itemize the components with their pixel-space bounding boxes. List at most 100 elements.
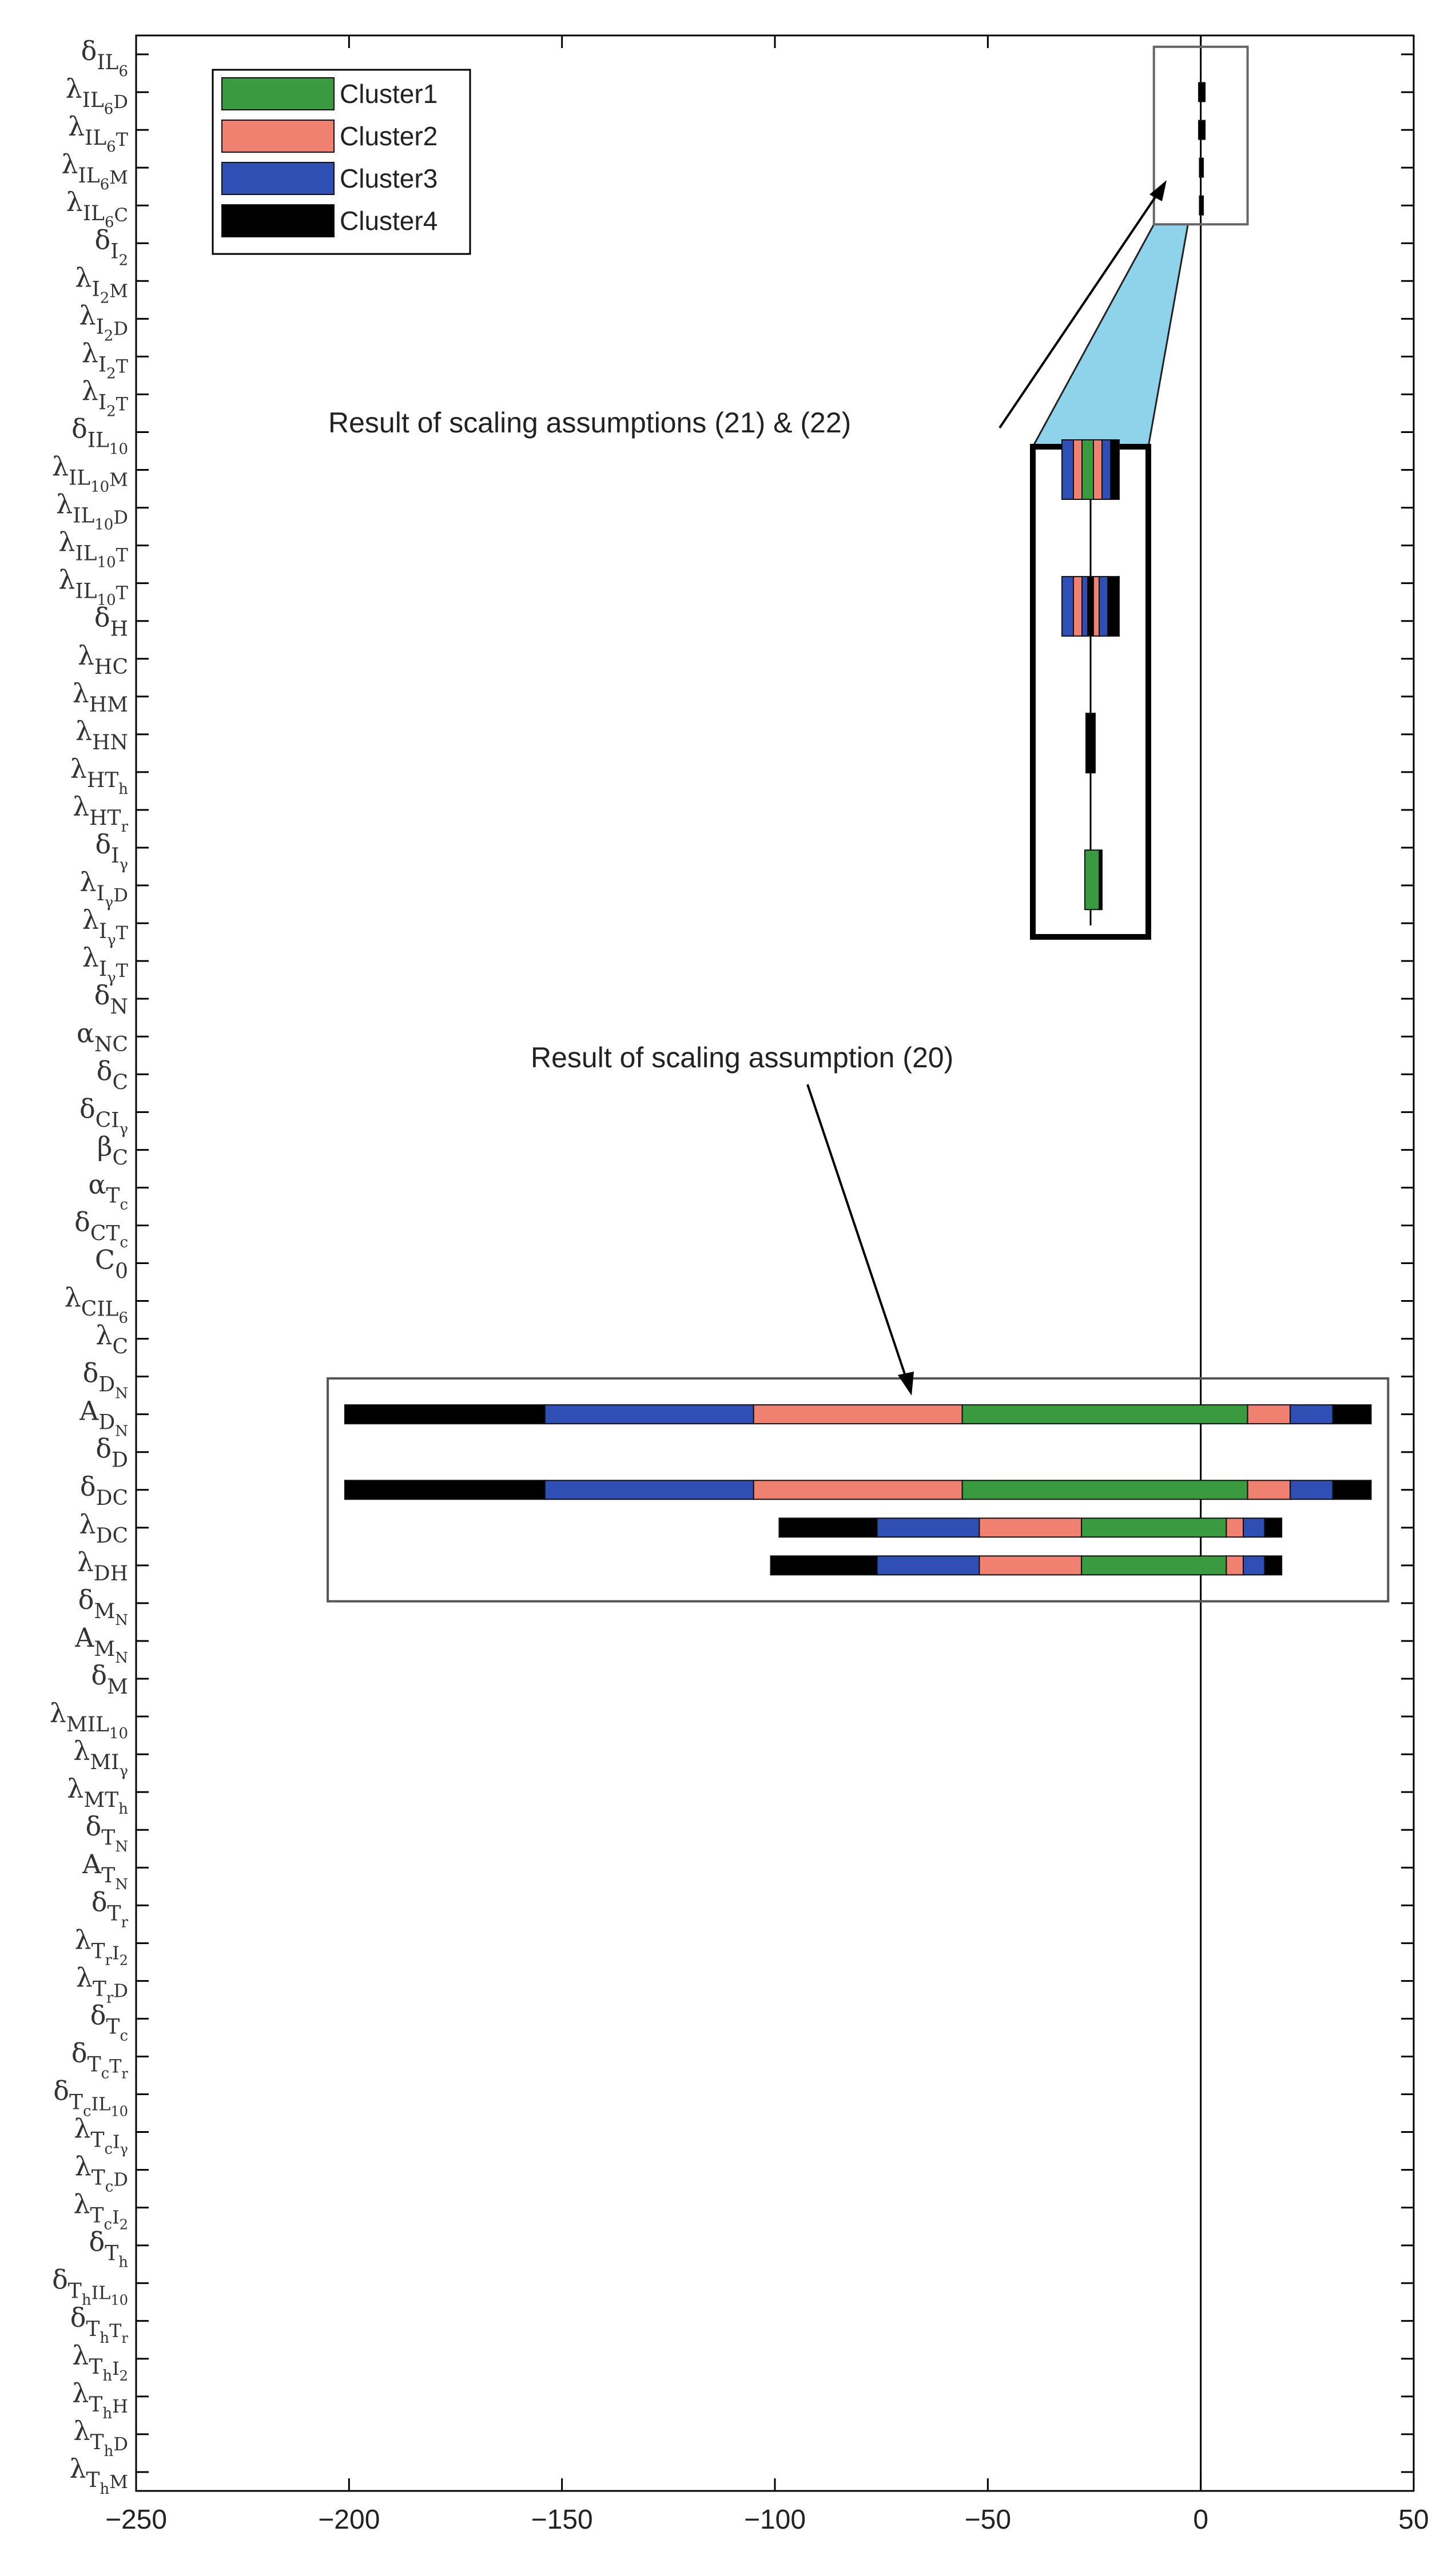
y-label-subscript: T (86, 2318, 100, 2341)
annotation-text-21-22: Result of scaling assumptions (21) & (22… (328, 407, 851, 439)
y-ticks (136, 53, 1414, 2473)
y-label-symbol: λ (73, 2415, 90, 2446)
y-label-symbol: λ (56, 489, 73, 520)
y-tick-label: λTrD (76, 1962, 128, 2006)
y-label-symbol: λ (75, 262, 92, 293)
y-label-subsubscript: h (118, 1801, 128, 1818)
y-label-subsubscript: γ (119, 856, 128, 873)
y-label-symbol: λ (69, 2453, 86, 2484)
y-label-subsubscript: 6 (105, 214, 114, 231)
zoom-bar-segment (1110, 439, 1120, 500)
bar-segment (1081, 1555, 1227, 1576)
bar-segment (1198, 120, 1206, 140)
bar-segment (876, 1555, 980, 1576)
y-label-subscript: I (92, 277, 100, 301)
y-label-subsubscript: c (83, 2103, 92, 2120)
y-label-subscript: N (110, 995, 129, 1019)
y-label-symbol: δ (71, 413, 87, 444)
y-label-subsubscript-2: r (122, 2065, 129, 2081)
y-label-subscript: I (99, 920, 107, 943)
y-label-subscript: IL (83, 202, 105, 225)
y-label-subsubscript: N (115, 1650, 128, 1667)
y-label-symbol: λ (79, 867, 96, 897)
y-label-subsubscript: 6 (118, 63, 128, 80)
y-label-symbol: δ (83, 1358, 99, 1389)
y-label-symbol: δ (53, 2076, 69, 2107)
bar-segment (1199, 157, 1204, 178)
y-label-symbol: α (88, 1169, 106, 1199)
y-label-subscript-2: T (109, 2055, 122, 2077)
y-label-subscript: I (99, 957, 107, 981)
y-label-symbol: δ (95, 224, 111, 255)
y-label-subsubscript: h (102, 2367, 112, 2385)
y-label-subscript-2: H (112, 2395, 128, 2417)
zoom-bar-segment (1093, 576, 1100, 637)
zoom-connector (1031, 223, 1190, 448)
y-tick-label: λI2T (82, 375, 129, 420)
y-tick-label: λIL10T (58, 565, 128, 609)
y-label-subscript-2: D (113, 91, 128, 113)
legend-swatch (221, 120, 335, 153)
y-label-subscript: T (89, 2355, 102, 2379)
y-label-subscript-2: T (116, 129, 129, 150)
y-label-subscript: HM (89, 693, 128, 717)
y-label-symbol: δ (81, 35, 97, 66)
y-label-subscript: IL (78, 164, 100, 188)
y-label-subscript-2: T (116, 922, 129, 944)
y-label-symbol: λ (73, 678, 89, 709)
y-tick-label: δDC (80, 1471, 128, 1510)
y-label-symbol: λ (70, 753, 87, 784)
y-label-subscript: M (94, 1600, 115, 1623)
y-label-subsubscript-2: γ (120, 2141, 128, 2157)
y-label-subscript: IL (87, 428, 109, 452)
y-label-symbol: λ (65, 1282, 81, 1313)
y-label-subscript: IL (82, 89, 104, 112)
y-label-subscript-2: T (116, 545, 129, 566)
y-label-symbol: λ (75, 716, 92, 746)
y-label-symbol: δ (74, 1206, 90, 1237)
y-label-subscript: I (96, 315, 104, 339)
y-label-subscript-2: M (109, 166, 128, 188)
y-label-symbol: λ (77, 1547, 94, 1577)
y-label-subscript: NC (94, 1033, 128, 1056)
y-tick-label: λDC (79, 1509, 128, 1548)
y-tick-label: λC (96, 1320, 128, 1359)
y-label-subscript-2: I (112, 2207, 120, 2228)
y-tick-label: λTrI2 (74, 1924, 128, 1969)
zoom-bar-segment (1073, 576, 1083, 637)
y-label-subsubscript: h (100, 2330, 109, 2347)
zoom-bar-segment (1087, 576, 1094, 637)
y-label-subsubscript: 2 (106, 365, 116, 382)
annotation-text-20: Result of scaling assumption (20) (531, 1042, 953, 1074)
highlight-box-lower (327, 1377, 1390, 1603)
y-label-subscript: T (90, 2204, 104, 2228)
y-label-symbol: δ (96, 1433, 112, 1464)
y-label-subscript-2: I (112, 1942, 120, 1964)
y-label-subscript: I (98, 353, 106, 376)
bar-segment (978, 1517, 1083, 1538)
y-tick-label: δThIL10 (52, 2264, 128, 2309)
y-label-subscript-2: IL (92, 2093, 111, 2115)
y-label-subscript: IL (69, 467, 90, 490)
y-label-subscript: M (107, 1675, 128, 1699)
y-label-subsubscript: 2 (106, 403, 116, 420)
y-label-subscript: C (112, 1146, 128, 1170)
y-label-symbol: λ (68, 111, 85, 142)
y-label-subsubscript: c (120, 2027, 128, 2044)
legend-label: Cluster3 (340, 164, 437, 193)
y-label-subscript: IL (97, 51, 118, 74)
y-tick-label: λIL10M (52, 451, 128, 496)
bar-segment (778, 1517, 878, 1538)
y-label-subscript: T (105, 2242, 118, 2266)
y-label-subscript: CT (90, 1222, 120, 1245)
y-label-symbol: λ (58, 527, 75, 558)
y-label-subsubscript: N (115, 1876, 128, 1893)
y-tick-label: AMN (74, 1622, 128, 1667)
y-label-subscript-2: IL (92, 2282, 111, 2304)
y-label-subscript-2: D (113, 317, 128, 339)
y-tick-labels: δIL6λIL6DλIL6TλIL6MλIL6CδI2λI2MλI2DλI2Tλ… (50, 35, 129, 2498)
y-label-subscript: HC (94, 655, 128, 679)
y-label-subsubscript-2: 10 (110, 2292, 128, 2308)
y-label-subsubscript: r (121, 1914, 129, 1931)
